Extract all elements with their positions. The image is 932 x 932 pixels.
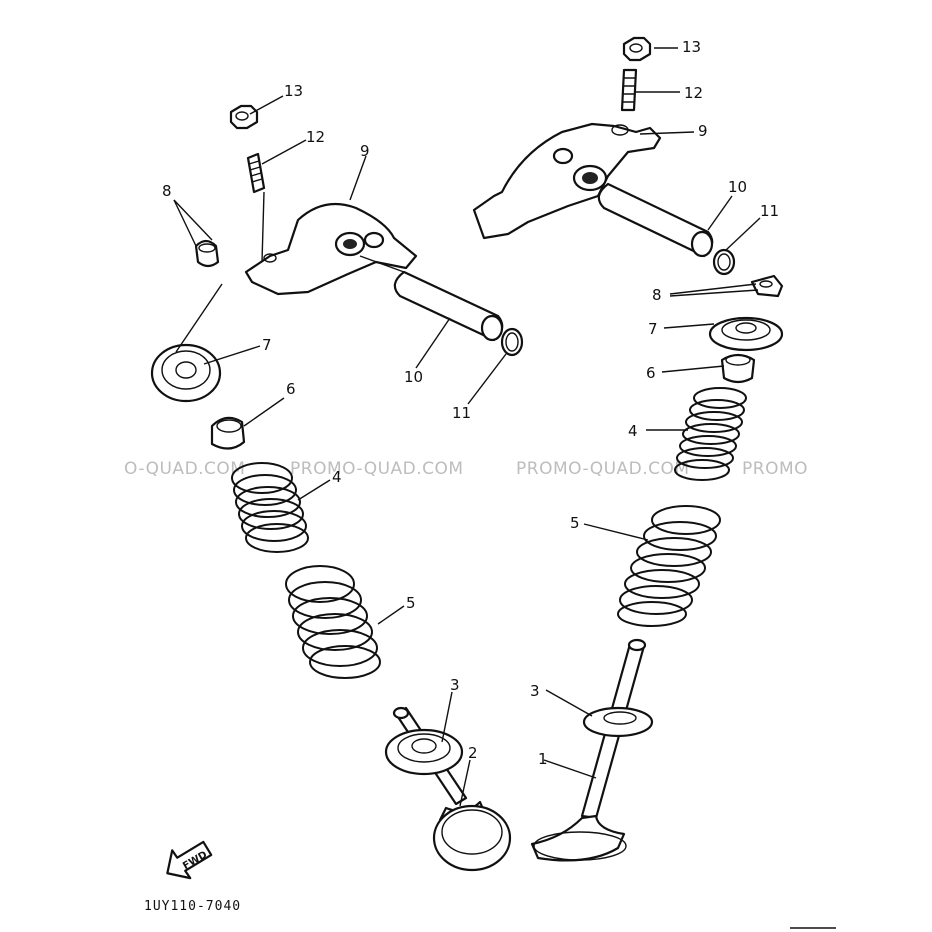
o-ring-left [500,327,524,357]
callout-labels: 13 12 9 8 7 6 10 11 4 5 3 2 13 12 9 10 1… [162,38,779,768]
callout-7-left: 7 [262,336,272,354]
callout-4-left: 4 [332,468,342,486]
callout-11-left: 11 [452,404,471,422]
o-ring-right [712,248,736,276]
outer-spring-left [285,565,381,679]
rocker-arm-right [472,122,662,240]
callout-10-right: 10 [728,178,747,196]
rocker-shaft-right [597,182,714,258]
callout-13-right: 13 [682,38,701,56]
inner-spring-right [674,387,747,481]
callout-6-left: 6 [286,380,296,398]
callout-9-left: 9 [360,142,370,160]
stem-seal-right [720,353,756,384]
callout-13-left: 13 [284,82,303,100]
watermark-text: PROMO-QUAD.COM [290,459,464,479]
valve-cotters-left [194,239,220,268]
callout-10-left: 10 [404,368,423,386]
inner-spring-left [231,462,309,553]
spring-retainer-right [708,316,784,352]
callout-3-right: 3 [530,682,540,700]
stem-seal-left [210,416,246,450]
callout-7-right: 7 [648,320,658,338]
rocker-shaft-left [393,270,504,342]
spring-retainer-left [150,343,222,403]
callout-12-left: 12 [306,128,325,146]
callout-5-left: 5 [406,594,416,612]
callout-8-right: 8 [652,286,662,304]
nut-right [622,36,652,62]
valve-left [384,706,512,872]
leader-lines [173,47,761,807]
nut-left [229,104,259,130]
figure-code: 1UY110-7040 [144,899,241,914]
valve-right [530,638,654,862]
callout-4-right: 4 [628,422,638,440]
callout-9-right: 9 [698,122,708,140]
callout-6-right: 6 [646,364,656,382]
callout-3-left: 3 [450,676,460,694]
rocker-arm-left [244,202,418,296]
callout-1: 1 [538,750,548,768]
outer-spring-right [617,505,721,627]
valve-cotters-right [750,274,784,298]
callout-5-right: 5 [570,514,580,532]
forward-direction-arrow: FWD [166,840,213,880]
callout-12-right: 12 [684,84,703,102]
watermark-text: O-QUAD.COM [124,459,245,479]
adjusting-screw-right [620,68,638,112]
callout-8-left: 8 [162,182,172,200]
watermark-text: PROMO-QUAD.COM [516,459,690,479]
watermark-band: O-QUAD.COM PROMO-QUAD.COM PROMO-QUAD.COM… [124,459,808,479]
watermark-text: PROMO [742,459,808,479]
adjusting-screw-left [246,152,266,194]
callout-11-right: 11 [760,202,779,220]
callout-2: 2 [468,744,478,762]
